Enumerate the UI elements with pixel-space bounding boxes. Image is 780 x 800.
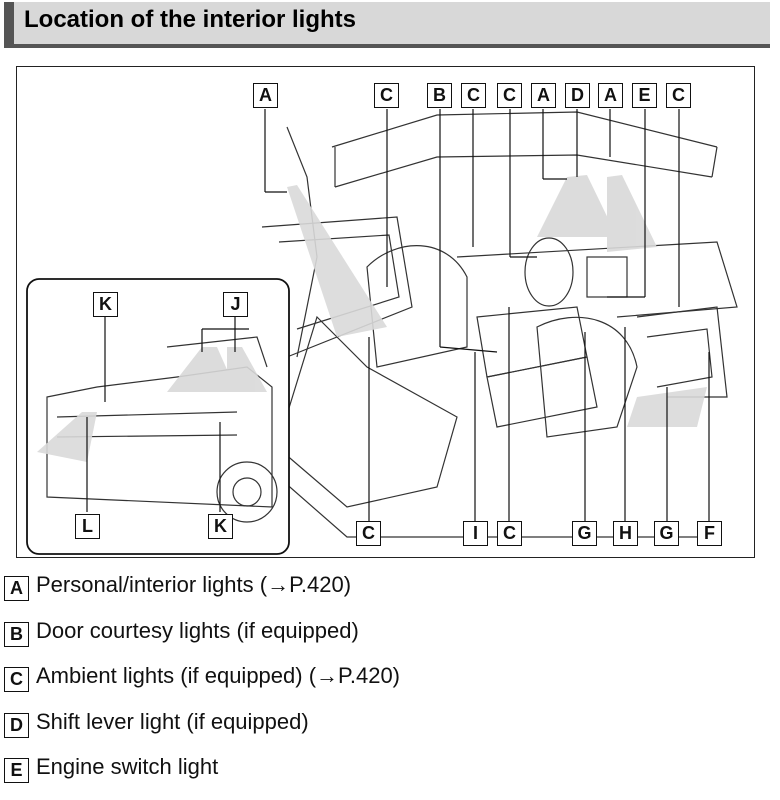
inset-callout-j: J: [223, 292, 248, 317]
callout-c-ambient-rear-door: C: [374, 83, 399, 108]
callout-f: F: [697, 521, 722, 546]
legend-item-text: Shift lever light (if equipped): [36, 708, 309, 734]
light-legend-list: A Personal/interior lights (→P.420) B Do…: [4, 568, 774, 796]
legend-item: D Shift lever light (if equipped): [4, 705, 774, 751]
callout-c-ambient-front-door: C: [461, 83, 486, 108]
inset-callout-k-bottom: K: [208, 514, 233, 539]
callout-i: I: [463, 521, 488, 546]
header-underline: [4, 44, 770, 48]
callout-b-door-courtesy: B: [427, 83, 452, 108]
header-accent-bar: [4, 2, 14, 48]
callout-e-engine-switch: E: [632, 83, 657, 108]
page-title: Location of the interior lights: [24, 6, 356, 33]
legend-key-badge: D: [4, 712, 29, 738]
callout-a-personal-light-rear: A: [253, 83, 278, 108]
inset-frame: [26, 278, 290, 555]
legend-item: B Door courtesy lights (if equipped): [4, 614, 774, 660]
callout-g-right: G: [654, 521, 679, 546]
legend-key-badge: E: [4, 758, 29, 783]
inset-callout-l: L: [75, 514, 100, 539]
legend-item-text: Door courtesy lights (if equipped): [36, 617, 359, 643]
callout-c-ambient-console: C: [497, 521, 522, 546]
legend-key-badge: B: [4, 621, 29, 647]
callout-c-ambient-rear-seat: C: [356, 521, 381, 546]
callout-c-ambient-dash: C: [497, 83, 522, 108]
cabin-illustration: [26, 109, 738, 555]
legend-item-text: Ambient lights (if equipped) (→P.420): [36, 663, 401, 688]
interior-lights-diagram: A C B C C A D A E C C I C G H G F K J L …: [16, 66, 755, 558]
legend-item-text: Personal/interior lights (→P.420): [36, 572, 352, 597]
legend-item-text: Engine switch light: [36, 754, 219, 779]
legend-key-badge: C: [4, 667, 29, 692]
legend-item: A Personal/interior lights (→P.420): [4, 568, 774, 614]
callout-a-personal-light-front-right: A: [598, 83, 623, 108]
callout-h: H: [613, 521, 638, 546]
section-header: Location of the interior lights: [4, 2, 770, 48]
callout-c-ambient-passenger: C: [666, 83, 691, 108]
callout-g-left: G: [572, 521, 597, 546]
callout-d-shift-lever: D: [565, 83, 590, 108]
legend-item: E Engine switch light: [4, 750, 774, 796]
inset-callout-k-top: K: [93, 292, 118, 317]
callout-a-personal-light-front-left: A: [531, 83, 556, 108]
legend-item: C Ambient lights (if equipped) (→P.420): [4, 659, 774, 705]
legend-key-badge: A: [4, 576, 29, 601]
